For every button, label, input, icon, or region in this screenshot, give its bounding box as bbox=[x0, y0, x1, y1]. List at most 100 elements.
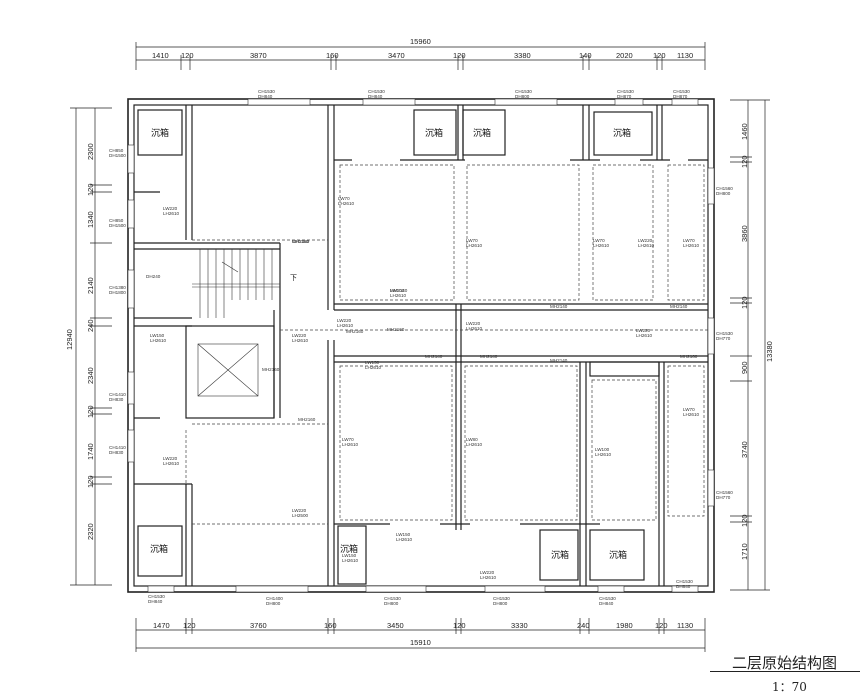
win-left-5a: CH1410 bbox=[109, 445, 126, 450]
dim-right-2: 3860 bbox=[740, 225, 749, 242]
dim-bottom-7: 240 bbox=[577, 621, 590, 630]
label-12: LH2610 bbox=[683, 243, 700, 248]
label-31: LW70 bbox=[683, 407, 695, 412]
label-1: LW220 bbox=[163, 206, 178, 211]
room-label-6: 沉箱 bbox=[340, 543, 358, 555]
dim-bottom-6: 3330 bbox=[511, 621, 528, 630]
stair-direction-label: 下 bbox=[290, 274, 297, 282]
dim-top-1: 120 bbox=[181, 51, 194, 60]
label-39: LW150 bbox=[396, 532, 411, 537]
label-27: LW80 bbox=[466, 437, 478, 442]
dim-bottom-0: 1470 bbox=[153, 621, 170, 630]
win-left-1b: DH1500 bbox=[109, 153, 126, 158]
win-left-5b: DH830 bbox=[109, 450, 124, 455]
label-38: LH2610 bbox=[342, 558, 359, 563]
dim-right-1: 120 bbox=[740, 155, 749, 168]
label-14: LH2610 bbox=[390, 293, 407, 298]
room-label-1: 沉箱 bbox=[151, 127, 169, 139]
dim-left-4: 240 bbox=[86, 319, 95, 332]
dim-right-4: 900 bbox=[740, 361, 749, 374]
beam-8: MH2140 bbox=[480, 354, 498, 359]
dim-top-0: 1410 bbox=[152, 51, 169, 60]
title-underline bbox=[710, 671, 860, 672]
label-19: LW220 bbox=[466, 321, 481, 326]
win-bottom-3b: DH800 bbox=[384, 601, 399, 606]
dim-right-3: 120 bbox=[740, 296, 749, 309]
dim-top-7: 140 bbox=[579, 51, 592, 60]
dim-left-5: 2340 bbox=[86, 367, 95, 384]
win-top-1a: CH1530 bbox=[258, 89, 275, 94]
dim-left-8: 120 bbox=[86, 475, 95, 488]
room-label-5: 沉箱 bbox=[150, 543, 168, 555]
dim-top-total: 15960 bbox=[410, 37, 431, 46]
dim-bottom-8: 1980 bbox=[616, 621, 633, 630]
right-dimension-lines bbox=[730, 99, 770, 591]
label-46: DH240 bbox=[146, 274, 161, 279]
win-right-1a: CH1560 bbox=[716, 186, 733, 191]
label-15: LW220 bbox=[337, 318, 352, 323]
dim-bottom-1: 120 bbox=[183, 621, 196, 630]
dim-left-1: 120 bbox=[86, 183, 95, 196]
win-right-2a: CH1530 bbox=[716, 331, 733, 336]
win-top-2a: CH1530 bbox=[368, 89, 385, 94]
win-bottom-2a: CH1400 bbox=[266, 596, 283, 601]
win-top-3b: DH800 bbox=[515, 94, 530, 99]
dim-top-6: 3380 bbox=[514, 51, 531, 60]
win-left-2a: CH850 bbox=[109, 218, 124, 223]
label-42: LH2610 bbox=[480, 575, 497, 580]
left-dimension-lines bbox=[70, 107, 112, 586]
beam-4: MH2140 bbox=[550, 304, 568, 309]
drawing-scale: 1：70 bbox=[772, 680, 807, 694]
label-40: LH2610 bbox=[396, 537, 413, 542]
stair-treads bbox=[192, 249, 280, 318]
beam-3: MH2160 bbox=[298, 417, 316, 422]
win-top-5b: DH870 bbox=[673, 94, 688, 99]
label-32: LH2610 bbox=[683, 412, 700, 417]
win-left-3b: DH1800 bbox=[109, 290, 126, 295]
dim-bottom-10: 1130 bbox=[677, 621, 693, 630]
label-5: LW70 bbox=[466, 238, 478, 243]
interior-walls bbox=[134, 105, 708, 586]
bottom-dimension-lines bbox=[135, 618, 706, 652]
dim-bottom-3: 160 bbox=[324, 621, 337, 630]
label-24: LH2610 bbox=[365, 365, 382, 370]
win-top-2b: DH840 bbox=[368, 94, 383, 99]
dim-top-5: 120 bbox=[453, 51, 466, 60]
label-7: LW70 bbox=[593, 238, 605, 243]
dim-left-0: 2300 bbox=[86, 143, 95, 160]
win-bottom-1a: CH1530 bbox=[148, 594, 165, 599]
dim-top-3: 160 bbox=[326, 51, 339, 60]
label-8: LH2610 bbox=[593, 243, 610, 248]
label-6: LH2610 bbox=[466, 243, 483, 248]
label-23: LW150 bbox=[365, 360, 380, 365]
beam-11: MH2140 bbox=[390, 288, 408, 293]
win-bottom-5a: CH1530 bbox=[599, 596, 616, 601]
beam-9: MH2140 bbox=[550, 358, 568, 363]
label-34: LH2610 bbox=[163, 461, 180, 466]
win-top-4b: DH870 bbox=[617, 94, 632, 99]
dim-bottom-9: 120 bbox=[655, 621, 668, 630]
label-41: LW220 bbox=[480, 570, 495, 575]
dim-right-total: 13380 bbox=[765, 341, 774, 362]
label-17: LW220 bbox=[292, 333, 307, 338]
dim-bottom-5: 120 bbox=[453, 621, 466, 630]
win-bottom-2b: DH800 bbox=[266, 601, 281, 606]
win-right-2b: DH770 bbox=[716, 336, 731, 341]
dim-left-total: 12940 bbox=[65, 329, 74, 350]
room-label-2: 沉箱 bbox=[425, 127, 443, 139]
label-4: LH2610 bbox=[338, 201, 355, 206]
dim-top-2: 3870 bbox=[250, 51, 267, 60]
win-top-4a: CH1530 bbox=[617, 89, 634, 94]
dim-top-10: 1130 bbox=[677, 51, 693, 60]
win-left-1a: CH850 bbox=[109, 148, 124, 153]
label-36: LH2500 bbox=[292, 513, 309, 518]
drawing-title: 二层原始结构图 bbox=[732, 654, 838, 672]
label-11: LW70 bbox=[683, 238, 695, 243]
beam-dash-lines bbox=[185, 164, 708, 525]
label-45: CH1150 bbox=[292, 239, 309, 244]
win-top-3a: CH1530 bbox=[515, 89, 532, 94]
win-bottom-1b: DH840 bbox=[148, 599, 163, 604]
win-left-4b: DH830 bbox=[109, 397, 124, 402]
win-bottom-4b: DH800 bbox=[493, 601, 508, 606]
